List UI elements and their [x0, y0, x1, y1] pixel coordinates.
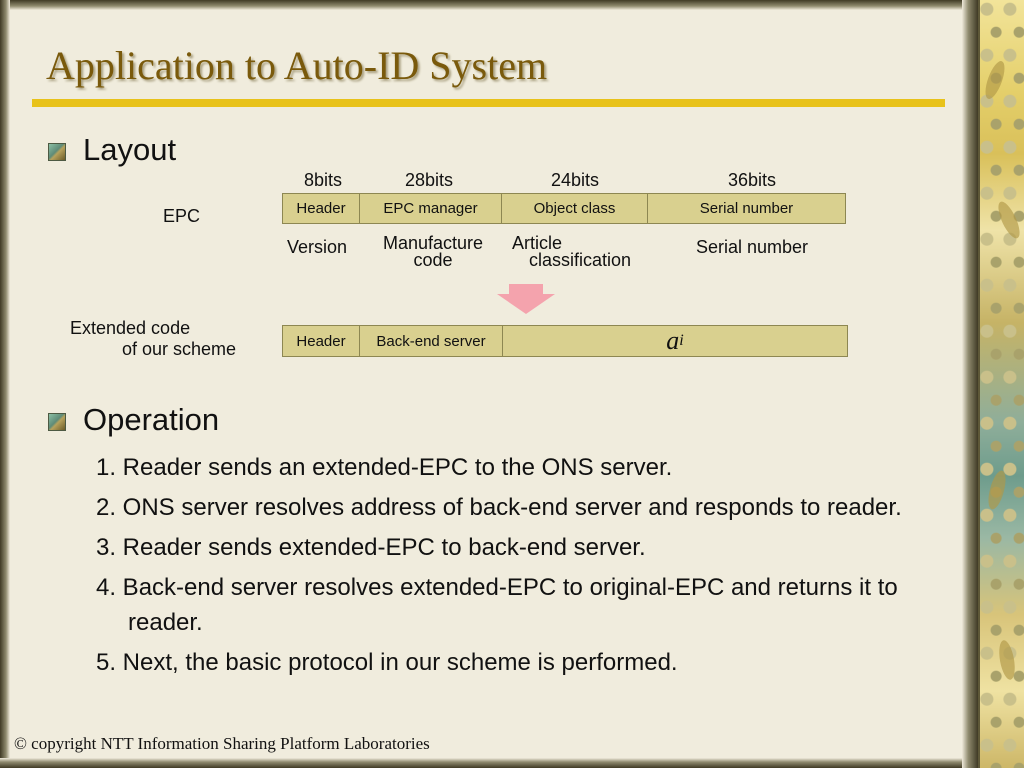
bits-label-class: 24bits [550, 170, 600, 190]
bits-label-manager: 28bits [404, 170, 454, 190]
operation-step: 1. Reader sends an extended-EPC to the O… [96, 454, 673, 481]
leaf-ornament [996, 639, 1018, 681]
leaf-ornament [985, 468, 1009, 512]
meaning-version: Version [287, 237, 348, 257]
ext-field-backend: Back-end server [360, 326, 503, 356]
epc-field-header: Header [283, 194, 360, 223]
operation-steps-list: 1. Reader sends an extended-EPC to the O… [96, 450, 946, 685]
epc-label: EPC [163, 206, 201, 226]
frame-left-shadow [0, 0, 10, 768]
operation-heading: Operation [83, 402, 220, 437]
extended-code-label: Extended code of our scheme [70, 318, 237, 359]
epc-field-object-class: Object class [502, 194, 648, 223]
meaning-serial: Serial number [696, 237, 809, 257]
bullet-icon [48, 143, 66, 161]
meaning-article: Article classification [512, 233, 632, 270]
down-arrow-icon [497, 284, 555, 314]
operation-step: 5. Next, the basic protocol in our schem… [96, 649, 678, 676]
decorative-pattern-strip [978, 0, 1024, 768]
meaning-manufacture: Manufacture code [382, 233, 484, 270]
layout-heading: Layout [83, 132, 177, 167]
operation-step: 4. Back-end server resolves extended-EPC… [96, 574, 898, 636]
bits-label-serial: 36bits [727, 170, 777, 190]
frame-bottom-shadow [0, 758, 976, 768]
frame-top-shadow [0, 0, 976, 10]
title-underline [32, 99, 945, 107]
bullet-icon [48, 413, 66, 431]
epc-field-serial: Serial number [699, 200, 794, 217]
copyright-footer: © copyright NTT Information Sharing Plat… [14, 734, 430, 753]
epc-field-manager: EPC manager [360, 194, 502, 223]
leaf-ornament [994, 198, 1024, 242]
slide-title: Application to Auto-ID System [46, 43, 548, 88]
frame-right-shadow [962, 0, 978, 768]
bits-label-header: 8bits [303, 170, 343, 190]
operation-step: 3. Reader sends extended-EPC to back-end… [96, 534, 646, 561]
ext-field-header: Header [283, 326, 360, 356]
epc-field-row: Header EPC manager Object class Serial n… [282, 193, 846, 224]
operation-step: 2. ONS server resolves address of back-e… [96, 494, 902, 521]
leaf-ornament [981, 58, 1009, 102]
